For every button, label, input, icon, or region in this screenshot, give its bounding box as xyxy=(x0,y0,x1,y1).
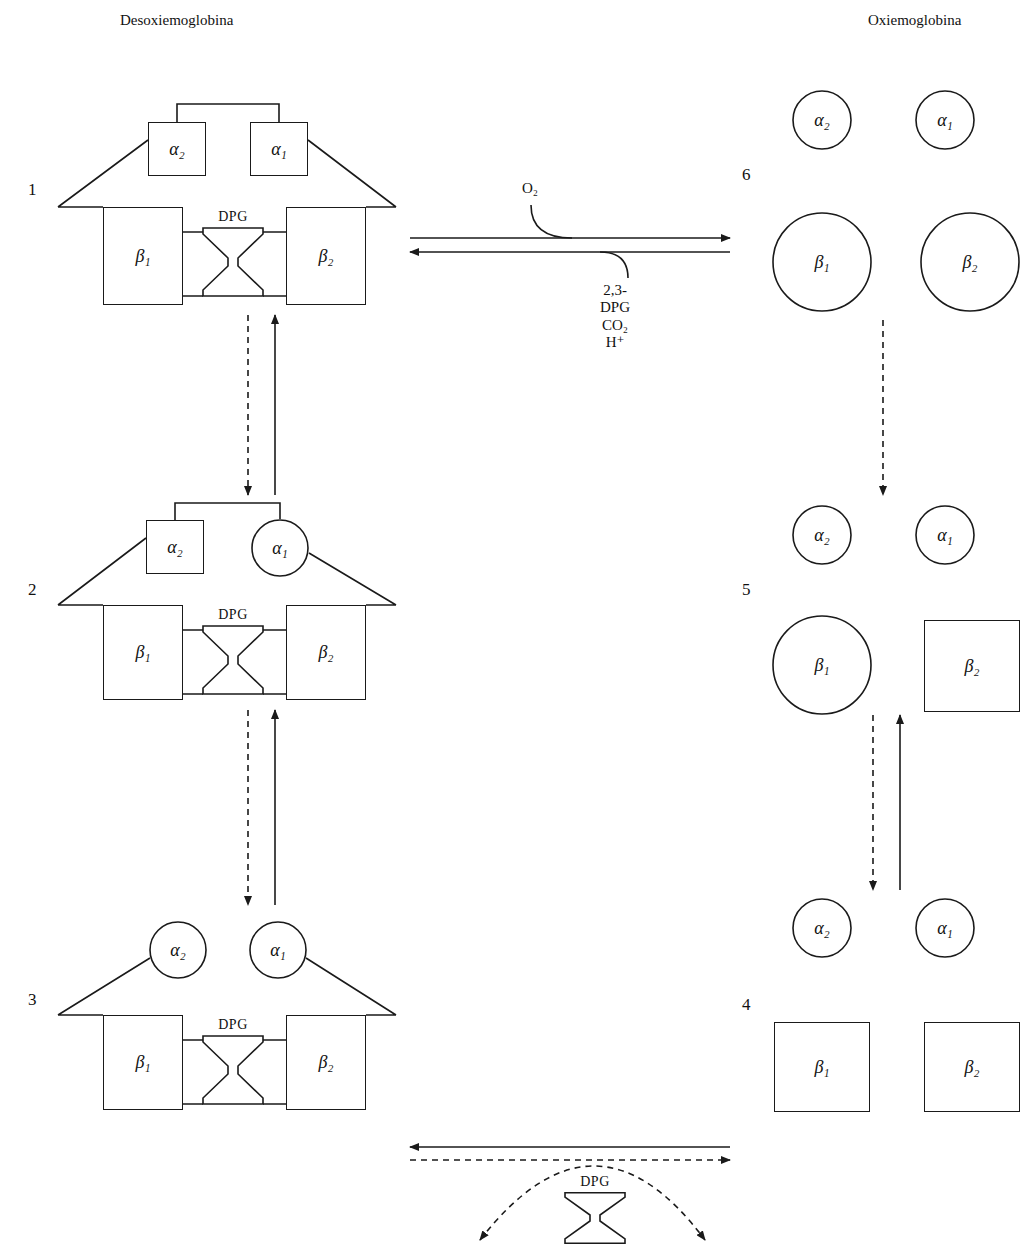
roof-line xyxy=(58,140,148,207)
state-number: 3 xyxy=(28,990,37,1010)
subunit-label: α₁ xyxy=(271,139,287,160)
panel-heading: Oxiemoglobina xyxy=(868,12,961,29)
subunit-circle: α₁ xyxy=(915,90,975,150)
state-number: 2 xyxy=(28,580,37,600)
roof-line xyxy=(309,553,396,605)
dpg-label: DPG xyxy=(218,605,248,625)
hemoglobin-state: α₂ α₁ DPG β₁ β₂ 1 xyxy=(20,95,410,315)
subunit-square: β₁ xyxy=(103,605,183,700)
dpg-hourglass: DPG xyxy=(200,605,266,697)
dpg-label: DPG xyxy=(218,207,248,227)
subunit-label: α₂ xyxy=(814,525,830,546)
hemoglobin-state: α₂ α₁ β₁ β₂ 6 xyxy=(730,80,1024,320)
transition-arrow xyxy=(410,251,730,253)
roof-line xyxy=(306,958,396,1015)
oxygen-entry-curve xyxy=(531,205,572,238)
subunit-label: β₂ xyxy=(318,1052,333,1073)
roof-line xyxy=(58,958,150,1015)
subunit-circle: α₂ xyxy=(792,505,852,565)
subunit-circle: α₁ xyxy=(251,519,309,577)
subunit-label: β₁ xyxy=(135,642,150,663)
subunit-label: α₂ xyxy=(814,110,830,131)
transition-arrow xyxy=(274,710,276,905)
subunit-label: β₁ xyxy=(814,252,829,273)
subunit-label: α₁ xyxy=(937,525,953,546)
subunit-circle: α₁ xyxy=(249,921,307,979)
subunit-square: α₂ xyxy=(148,122,206,176)
subunit-circle: β₂ xyxy=(920,212,1020,312)
transition-arrow xyxy=(872,715,874,890)
subunit-label: α₂ xyxy=(814,918,830,939)
salt-bridge xyxy=(177,104,279,122)
transition-arrow xyxy=(410,237,730,239)
edge-label: 2,3-DPG CO₂ H⁺ xyxy=(598,282,632,351)
panel-heading: Desoxiemoglobina xyxy=(120,12,233,29)
subunit-label: β₁ xyxy=(135,1052,150,1073)
subunit-circle: β₁ xyxy=(772,212,872,312)
transition-arrow xyxy=(410,1159,730,1161)
salt-bridge xyxy=(175,503,280,520)
subunit-label: β₂ xyxy=(962,252,977,273)
dpg-hourglass: DPG xyxy=(200,207,266,299)
hemoglobin-state: α₂ α₁ β₁ β₂ 5 xyxy=(730,495,1024,715)
transition-arrow xyxy=(274,315,276,495)
roof-line xyxy=(308,140,396,207)
subunit-label: α₂ xyxy=(170,940,186,961)
state-number: 4 xyxy=(742,995,751,1015)
subunit-square: β₂ xyxy=(286,605,366,700)
subunit-circle: α₁ xyxy=(915,898,975,958)
subunit-label: β₁ xyxy=(814,655,829,676)
subunit-square: β₂ xyxy=(924,1022,1020,1112)
subunit-label: β₂ xyxy=(318,642,333,663)
transition-arrow xyxy=(899,715,901,890)
subunit-label: α₁ xyxy=(937,110,953,131)
hemoglobin-state: α₂ α₁ DPG β₁ β₂ 2 xyxy=(20,495,410,710)
subunit-label: β₁ xyxy=(135,246,150,267)
subunit-label: β₂ xyxy=(318,246,333,267)
subunit-square: β₁ xyxy=(103,207,183,305)
dpg-hourglass: DPG xyxy=(200,1015,266,1107)
subunit-square: α₂ xyxy=(146,520,204,574)
hourglass-outline xyxy=(200,1035,266,1105)
subunit-circle: α₂ xyxy=(792,898,852,958)
dpg-label: DPG xyxy=(580,1172,610,1192)
subunit-circle: α₂ xyxy=(149,921,207,979)
hemoglobin-state: α₂ α₁ β₁ β₂ 4 xyxy=(730,890,1024,1170)
subunit-label: α₂ xyxy=(167,537,183,558)
state-number: 5 xyxy=(742,580,751,600)
transition-arrow xyxy=(247,315,249,495)
subunit-label: β₁ xyxy=(814,1057,829,1078)
transition-arrow xyxy=(247,710,249,905)
subunit-circle: α₁ xyxy=(915,505,975,565)
subunit-label: β₂ xyxy=(964,1057,979,1078)
effector-exit-curve xyxy=(600,252,628,278)
subunit-circle: α₂ xyxy=(792,90,852,150)
edge-label: O₂ xyxy=(520,180,540,197)
transition-arrow xyxy=(882,320,884,495)
subunit-square: β₂ xyxy=(286,1015,366,1110)
subunit-label: α₁ xyxy=(937,918,953,939)
subunit-square: β₁ xyxy=(103,1015,183,1110)
dpg-label: DPG xyxy=(218,1015,248,1035)
subunit-label: α₂ xyxy=(169,139,185,160)
subunit-square: β₂ xyxy=(924,620,1020,712)
subunit-square: α₁ xyxy=(250,122,308,176)
hemoglobin-state: α₂ α₁ DPG β₁ β₂ 3 xyxy=(20,905,410,1170)
hourglass-outline xyxy=(200,625,266,695)
subunit-square: β₂ xyxy=(286,207,366,305)
state-number: 1 xyxy=(28,180,37,200)
subunit-label: α₁ xyxy=(272,538,288,559)
hourglass-outline xyxy=(562,1192,628,1244)
transition-arrow xyxy=(410,1146,730,1148)
subunit-label: β₂ xyxy=(964,656,979,677)
subunit-circle: β₁ xyxy=(772,615,872,715)
roof-line xyxy=(58,538,146,605)
dpg-hourglass: DPG xyxy=(562,1172,628,1246)
subunit-square: β₁ xyxy=(774,1022,870,1112)
subunit-label: α₁ xyxy=(270,940,286,961)
state-number: 6 xyxy=(742,165,751,185)
hourglass-outline xyxy=(200,227,266,297)
